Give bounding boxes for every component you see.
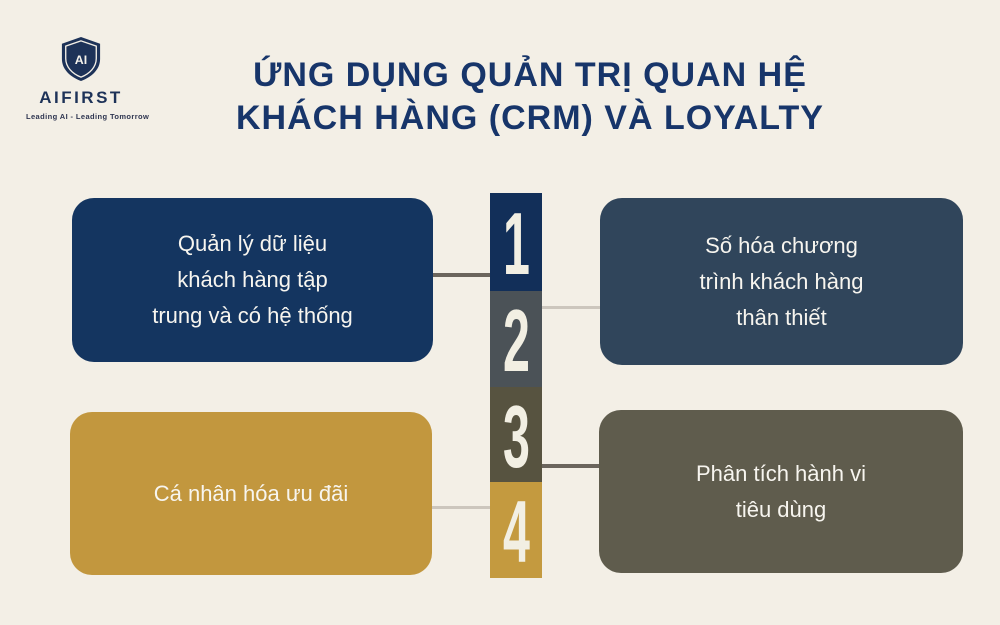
number-2: 2 <box>502 291 530 387</box>
card-step-3-label: Phân tích hành vi tiêu dùng <box>695 460 866 522</box>
card-step-3: Phân tích hành vi tiêu dùng <box>599 410 963 573</box>
number-4: 4 <box>502 482 530 578</box>
page-title-line-1: ỨNG DỤNG QUẢN TRỊ QUAN HỆ <box>253 56 807 94</box>
number-column: 1 2 3 4 <box>490 193 542 578</box>
page-title: ỨNG DỤNG QUẢN TRỊ QUAN HỆ KHÁCH HÀNG (CR… <box>190 54 870 140</box>
page-title-line-2: KHÁCH HÀNG (CRM) VÀ LOYALTY <box>236 99 824 137</box>
number-block-4: 4 <box>490 482 542 578</box>
number-block-2: 2 <box>490 291 542 387</box>
card-step-1-label: Quản lý dữ liệu khách hàng tập trung và … <box>152 231 353 328</box>
card-step-2: Số hóa chương trình khách hàng thân thiế… <box>600 198 963 365</box>
number-block-1: 1 <box>490 193 542 291</box>
brand-tagline: Leading AI - Leading Tomorrow <box>26 112 150 121</box>
connector-step-3 <box>542 464 599 468</box>
brand-name: AIFIRST <box>39 88 123 107</box>
connector-step-2 <box>542 306 600 309</box>
number-3: 3 <box>502 387 530 482</box>
connector-step-1 <box>433 273 490 277</box>
card-step-2-label: Số hóa chương trình khách hàng thân thiế… <box>699 232 864 330</box>
brand-logo: AI AIFIRST Leading AI - Leading Tomorrow <box>26 36 150 121</box>
connector-step-4 <box>432 506 490 509</box>
card-step-4: Cá nhân hóa ưu đãi <box>70 412 432 575</box>
number-1: 1 <box>502 194 530 291</box>
shield-logo-text: AI <box>75 53 87 67</box>
card-step-4-label: Cá nhân hóa ưu đãi <box>153 480 349 506</box>
number-block-3: 3 <box>490 387 542 482</box>
shield-logo-icon: AI <box>60 36 102 82</box>
card-step-1: Quản lý dữ liệu khách hàng tập trung và … <box>72 198 433 362</box>
